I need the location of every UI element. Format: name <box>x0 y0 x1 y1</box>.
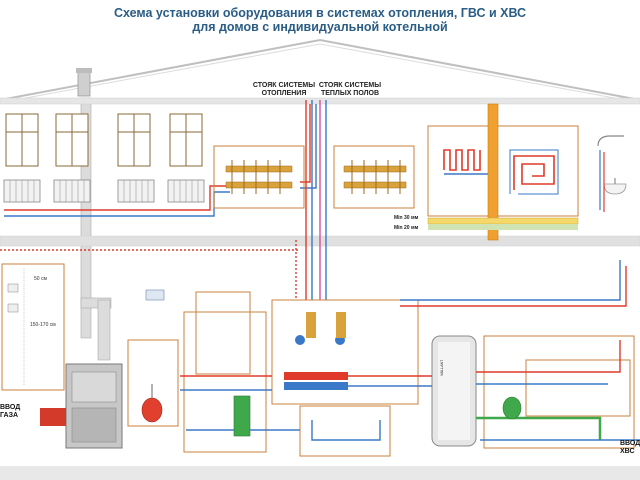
warm-floor-room <box>427 103 579 241</box>
window-icon <box>5 113 203 167</box>
boiler-brand-label: VAILLANT <box>440 359 444 376</box>
hydraulic-separator-icon <box>284 312 348 390</box>
floor-manifold-icon <box>333 145 415 209</box>
diagram-title-line1: Схема установки оборудования в системах … <box>113 6 527 20</box>
boiler-icon <box>40 363 123 449</box>
boiler-room-pipes <box>0 249 640 441</box>
expansion-tank-icon <box>141 384 163 423</box>
water-heater-icon <box>431 335 477 447</box>
gas-input-label: ВВОД ГАЗА <box>0 404 21 419</box>
equipment-frames <box>127 291 635 457</box>
dist-50-label: 50 см <box>34 276 47 282</box>
chimney-icon <box>76 68 112 361</box>
sink-icon <box>603 178 627 195</box>
upper-heating-pipes <box>4 104 317 217</box>
radiator-icon <box>3 179 205 203</box>
diagram-title-line2: для домов с индивидуальной котельной <box>192 20 448 34</box>
min30-label: Min 30 мм <box>394 215 419 221</box>
ground <box>0 466 640 480</box>
shower-icon <box>597 135 624 212</box>
control-panel <box>145 289 165 301</box>
riser-heating-label: СТОЯК СИСТЕМЫ ОТОПЛЕНИЯ <box>252 82 316 97</box>
manifold-icon <box>213 145 305 209</box>
water-input-label: ВВОД ХВС <box>620 440 640 455</box>
min20-label: Min 20 мм <box>394 225 419 231</box>
riser-floor-label: СТОЯК СИСТЕМЫ ТЕПЛЫХ ПОЛОВ <box>318 82 382 97</box>
gas-sensor-panel <box>1 263 65 391</box>
filter-icon <box>233 395 251 437</box>
riser-pipes <box>295 100 327 300</box>
membrane-tank-icon <box>502 396 522 420</box>
dist-150-label: 150-170 см <box>30 322 56 328</box>
